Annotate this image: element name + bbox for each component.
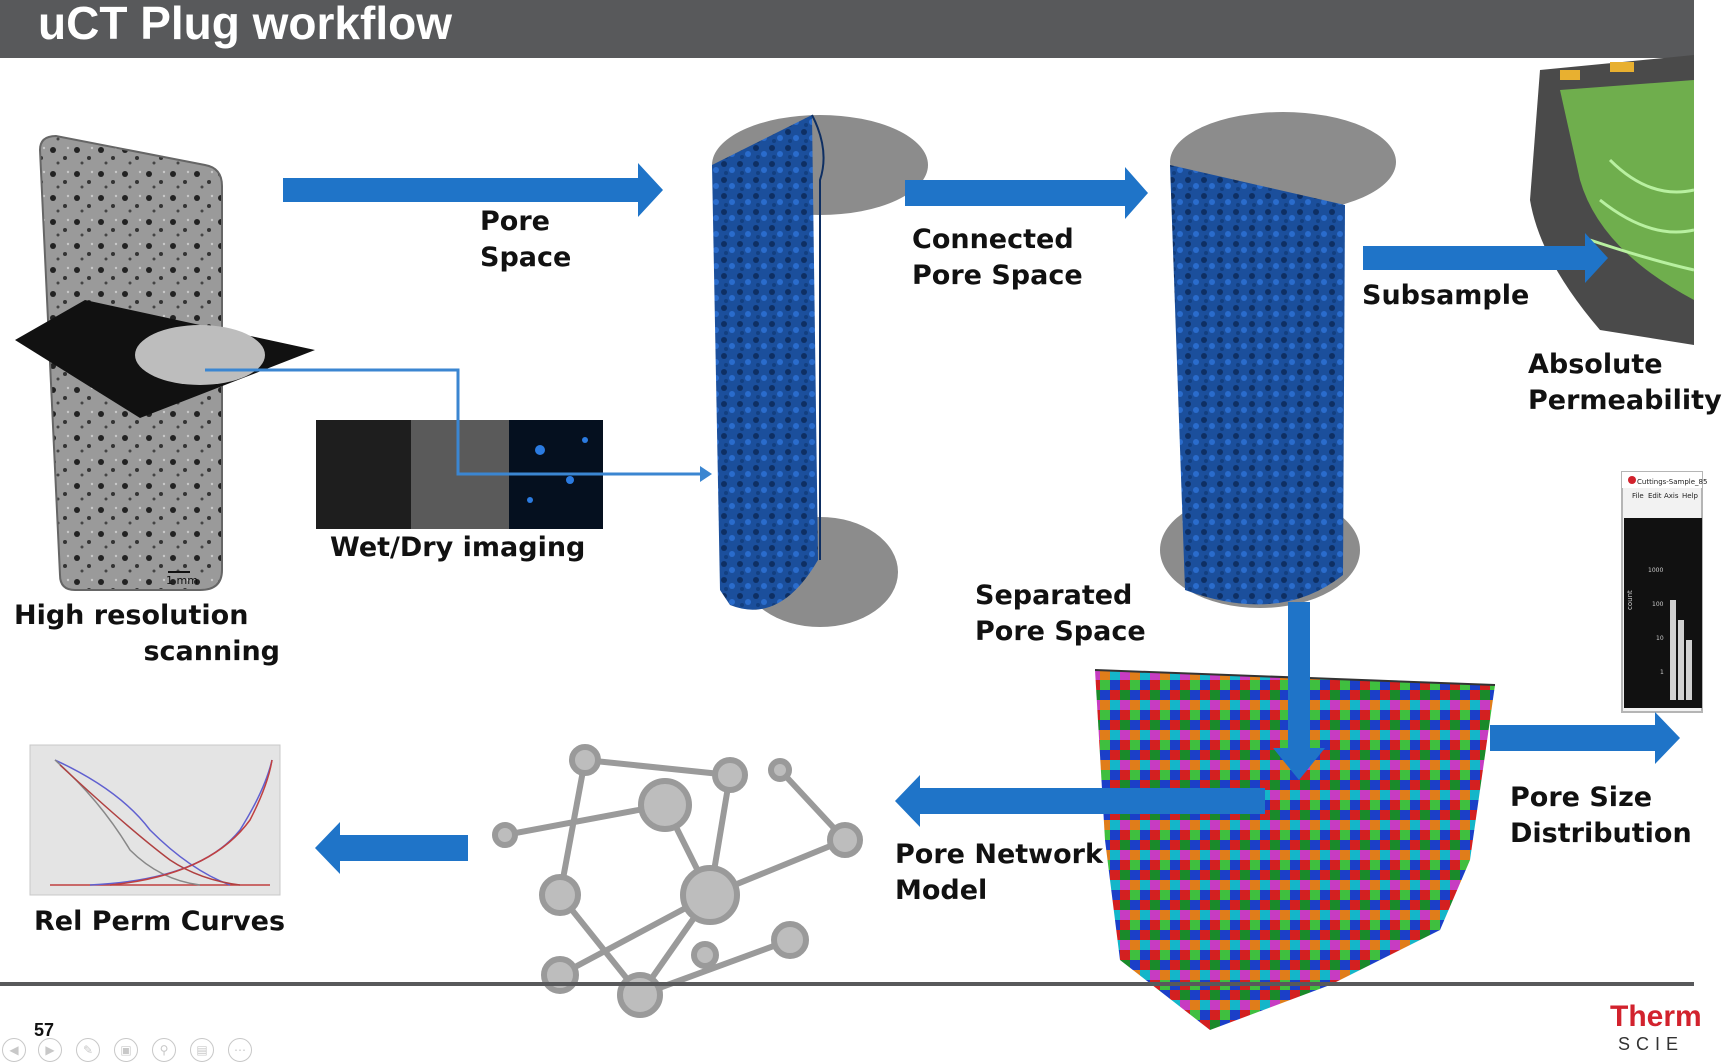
label-absolute-permeability: Absolute Permeability (1528, 347, 1722, 419)
scale-bar-label: 1 mm (166, 574, 198, 587)
label-separated-pore-space: Separated Pore Space (975, 578, 1146, 650)
label-subsample: Subsample (1362, 280, 1530, 311)
rel-perm-plot (29, 744, 281, 896)
label-psd-line2: Distribution (1510, 818, 1692, 849)
arrow-pore-size (1490, 712, 1680, 764)
label-separated-line1: Separated (975, 580, 1133, 611)
software-window-title: Cuttings-Sample_85 (1637, 478, 1707, 486)
arrow-connected (905, 167, 1148, 219)
zoom-icon[interactable]: ⚲ (152, 1038, 176, 1062)
label-pore-space-line2: Space (480, 242, 572, 273)
connector-line (205, 368, 700, 476)
label-connected-line1: Connected (912, 224, 1074, 255)
pore-network-model (492, 744, 863, 1018)
label-network-line1: Pore Network (895, 839, 1103, 870)
pen-icon[interactable]: ✎ (76, 1038, 100, 1062)
software-menu-help[interactable]: Help (1682, 492, 1699, 500)
prev-slide-icon[interactable]: ◀ (2, 1038, 26, 1062)
brand-logo-line1: Therm (1610, 1000, 1702, 1033)
title-bar (0, 0, 1694, 58)
permeability-image (1530, 55, 1695, 345)
arrow-network (895, 775, 1265, 827)
label-pore-size-distribution: Pore Size Distribution (1510, 780, 1692, 852)
brand-logo-line2: SCIE (1618, 1034, 1685, 1054)
next-slide-icon[interactable]: ▶ (38, 1038, 62, 1062)
histogram-tick-1: 1 (1660, 669, 1664, 676)
more-options-icon[interactable]: ⋯ (228, 1038, 252, 1062)
label-pore-space: Pore Space (480, 204, 571, 276)
label-rel-perm-curves: Rel Perm Curves (34, 906, 286, 937)
software-menu-axis[interactable]: Axis (1664, 492, 1679, 500)
footer-divider (0, 982, 1694, 986)
label-connected-pore-space: Connected Pore Space (912, 222, 1083, 294)
software-menu-edit[interactable]: Edit (1648, 492, 1662, 500)
connected-pore-cylinder (1160, 112, 1396, 608)
histogram-y-label: count (1626, 590, 1634, 610)
subtitles-icon[interactable]: ▤ (190, 1038, 214, 1062)
histogram-tick-100: 100 (1652, 601, 1664, 608)
label-connected-line2: Pore Space (912, 260, 1083, 291)
pore-space-cylinder (712, 114, 928, 627)
label-psd-line1: Pore Size (1510, 782, 1653, 813)
label-abs-perm-line1: Absolute (1528, 349, 1663, 380)
arrow-subsample (1363, 233, 1608, 283)
label-hires-line2: scanning (143, 636, 280, 667)
label-pore-space-line1: Pore (480, 206, 550, 237)
page-number: 57 (34, 1020, 55, 1040)
rock-core-image (15, 134, 315, 591)
arrow-pore-space (283, 163, 663, 217)
arrow-down (1273, 602, 1325, 780)
slides-icon[interactable]: ▣ (114, 1038, 138, 1062)
arrow-relperm (315, 822, 468, 874)
histogram-tick-1000: 1000 (1648, 567, 1663, 574)
software-menu-file[interactable]: File (1632, 492, 1644, 500)
software-window (1621, 471, 1703, 713)
label-high-resolution-scanning: High resolution scanning (14, 598, 280, 670)
label-network-line2: Model (895, 875, 988, 906)
label-pore-network-model: Pore Network Model (895, 837, 1103, 909)
label-abs-perm-line2: Permeability (1528, 385, 1722, 416)
label-hires-line1: High resolution (14, 600, 249, 631)
slide-title: uCT Plug workflow (38, 0, 452, 49)
label-wet-dry-imaging: Wet/Dry imaging (330, 532, 586, 563)
histogram-tick-10: 10 (1656, 635, 1664, 642)
label-separated-line2: Pore Space (975, 616, 1146, 647)
